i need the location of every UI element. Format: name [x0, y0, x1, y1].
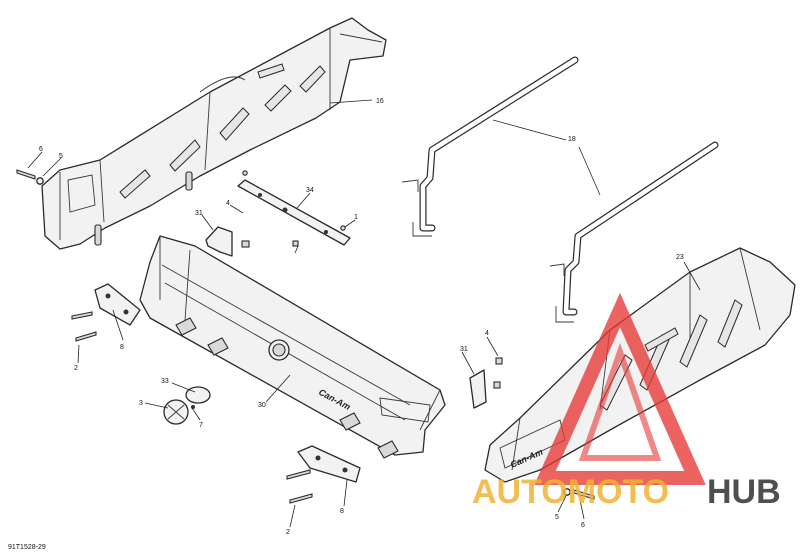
- callout-2-lower: 2: [286, 529, 290, 536]
- callout-4: 4: [226, 200, 230, 207]
- hardware-small: [16, 169, 299, 257]
- callout-labels: 16 18 6 5 34 4 1 31 23 8 2 33 3 7 30 31 …: [39, 98, 684, 536]
- callout-31: 31: [195, 210, 203, 217]
- callout-23: 23: [676, 254, 684, 261]
- callout-5-right: 5: [555, 514, 559, 521]
- callout-2: 2: [74, 365, 78, 372]
- watermark-logo: AUTOMOTO HUB: [472, 292, 781, 511]
- callout-8: 8: [120, 344, 124, 351]
- bracket-plate: [237, 170, 351, 246]
- watermark-brand-part1: AUTOMOTO: [472, 473, 669, 511]
- bracket-right: [469, 357, 503, 409]
- callout-34: 34: [306, 187, 314, 194]
- callout-6-right: 6: [581, 522, 585, 529]
- callout-31-right: 31: [460, 346, 468, 353]
- callout-8-lower: 8: [340, 508, 344, 515]
- callout-5: 5: [59, 153, 63, 160]
- callout-30: 30: [258, 402, 266, 409]
- callout-1: 1: [354, 214, 358, 221]
- left-side-rail: [41, 17, 387, 250]
- callout-6: 6: [39, 146, 43, 153]
- callout-16: 16: [376, 98, 384, 105]
- right-hardware: [563, 488, 595, 500]
- callout-3: 3: [139, 400, 143, 407]
- callout-7: 7: [199, 422, 203, 429]
- rod-right: [549, 141, 719, 323]
- watermark-triangle-icon: [534, 292, 706, 485]
- hinge-bracket-lower: [286, 445, 361, 504]
- callout-18: 18: [568, 136, 576, 143]
- callout-4-right: 4: [485, 330, 489, 337]
- cross-member: Can-Am: [139, 235, 446, 459]
- watermark-brand-part2: HUB: [707, 473, 781, 511]
- drawing-code: 91T1528-29: [8, 544, 46, 551]
- hinge-bracket-upper: [71, 283, 141, 342]
- rod-left: [401, 56, 579, 237]
- round-cover: [163, 386, 211, 425]
- callout-33: 33: [161, 378, 169, 385]
- leader-lines: [27, 99, 701, 528]
